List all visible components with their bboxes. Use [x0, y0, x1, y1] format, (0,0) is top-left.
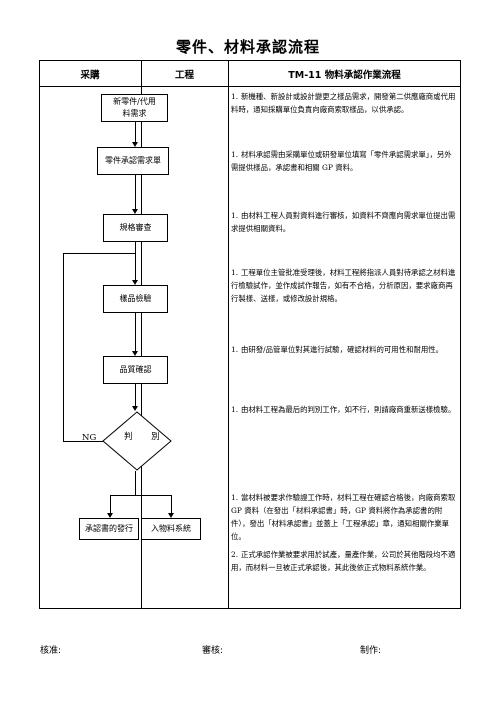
ng-loop-top — [63, 253, 135, 254]
step-5: 1.由研發/品管單位對其進行試驗，確認材料的可用性和耐用性。 — [231, 343, 457, 356]
header-divider — [39, 86, 461, 87]
flow-request-box: 零件承認需求單 — [97, 147, 169, 175]
flow-system-box: 入物料系統 — [141, 518, 201, 540]
flow-start-box: 新零件/代用料需求 — [101, 94, 168, 122]
step-8: 2.正式承認作業被要求用於試產，量產作業，公司於其他階段均不適用，而材料一旦被正… — [231, 548, 457, 574]
step-2-num: 1. — [231, 150, 239, 159]
header-purchasing: 采購 — [80, 70, 100, 81]
step-3: 1.由材料工程人員對資料進行審核，如資料不齊應向需求單位提出需求提供相關資料。 — [231, 209, 457, 235]
step-1-num: 1. — [231, 92, 239, 101]
ng-label: NG — [82, 433, 97, 443]
arrow-issue — [107, 513, 113, 518]
connector-5 — [135, 384, 136, 406]
step-7-text: 當材料被要求作驗證工作時，材料工程在確認合格後，向廠商索取 GP 資料（在發出「… — [231, 493, 456, 541]
step-4-num: 1. — [231, 268, 239, 277]
column-divider-2 — [228, 60, 229, 609]
step-2: 1.材料承認需由采購單位或研發單位填寫「零件承認需求單」，另外需提供樣品，承認書… — [231, 148, 457, 174]
step-8-num: 2. — [231, 550, 239, 559]
column-divider-1 — [141, 60, 142, 609]
connector-4 — [135, 313, 136, 351]
step-6-text: 由材料工程為最后的判別工作，如不行，則請廠商重新送樣檢驗。 — [241, 405, 456, 414]
arrow-4 — [132, 351, 138, 356]
step-5-text: 由研發/品管單位對其進行試驗，確認材料的可用性和耐用性。 — [241, 345, 444, 354]
arrow-system — [168, 513, 174, 518]
connector-issue — [110, 495, 111, 513]
step-7-num: 1. — [231, 493, 239, 502]
step-4: 1.工程單位主管批准受理後，材料工程將指派人員對待承認之材料進行檢驗試作，並作成… — [231, 266, 457, 305]
connector-3 — [135, 242, 136, 280]
footer-review: 審核: — [202, 646, 224, 656]
step-1-text: 新機種、新設計或設計變更之樣品需求，開發第二供應廠商或代用料時，通知採購單位負責… — [231, 92, 456, 114]
connector-6 — [135, 471, 136, 495]
flow-table — [39, 60, 461, 609]
step-2-text: 材料承認需由采購單位或研發單位填寫「零件承認需求單」，另外需提供樣品，承認書和相… — [231, 150, 452, 172]
step-1: 1.新機種、新設計或設計變更之樣品需求，開發第二供應廠商或代用料時，通知採購單位… — [231, 90, 457, 116]
header-procedure: TM-11 物料承認作業流程 — [288, 70, 401, 81]
header-engineering: 工程 — [174, 70, 194, 81]
ng-loop-horizontal — [63, 441, 103, 442]
flow-quality-box: 品質確認 — [103, 356, 168, 384]
arrow-2 — [132, 209, 138, 214]
page-title: 零件、材料承認流程 — [175, 38, 320, 56]
decision-diamond — [102, 411, 172, 471]
connector-system — [171, 495, 172, 513]
step-3-text: 由材料工程人員對資料進行審核，如資料不齊應向需求單位提出需求提供相關資料。 — [231, 211, 456, 233]
arrow-3 — [132, 280, 138, 285]
step-4-text: 工程單位主管批准受理後，材料工程將指派人員對待承認之材料進行檢驗試作，並作成試作… — [231, 268, 456, 303]
decision-label: 判 別 — [124, 432, 168, 442]
arrow-1 — [132, 142, 138, 147]
flow-issue-box: 承認書的發行 — [79, 518, 139, 540]
step-3-num: 1. — [231, 211, 239, 220]
footer-approve: 核准: — [40, 646, 62, 656]
ng-loop-vertical — [63, 253, 64, 442]
step-5-num: 1. — [231, 345, 239, 354]
flow-sample-box: 樣品檢驗 — [103, 285, 168, 313]
step-6: 1.由材料工程為最后的判別工作，如不行，則請廠商重新送樣檢驗。 — [231, 403, 457, 416]
flow-spec-box: 規格審查 — [103, 214, 168, 242]
arrow-5 — [132, 406, 138, 411]
connector-2 — [135, 175, 136, 209]
step-7: 1.當材料被要求作驗證工作時，材料工程在確認合格後，向廠商索取 GP 資料（在發… — [231, 491, 457, 543]
footer-make: 制作: — [360, 646, 382, 656]
step-6-num: 1. — [231, 405, 239, 414]
connector-1 — [135, 122, 136, 142]
step-8-text: 正式承認作業被要求用於試產，量產作業，公司於其他階段均不適用，而材料一旦被正式承… — [231, 550, 456, 572]
split-line — [110, 495, 172, 496]
